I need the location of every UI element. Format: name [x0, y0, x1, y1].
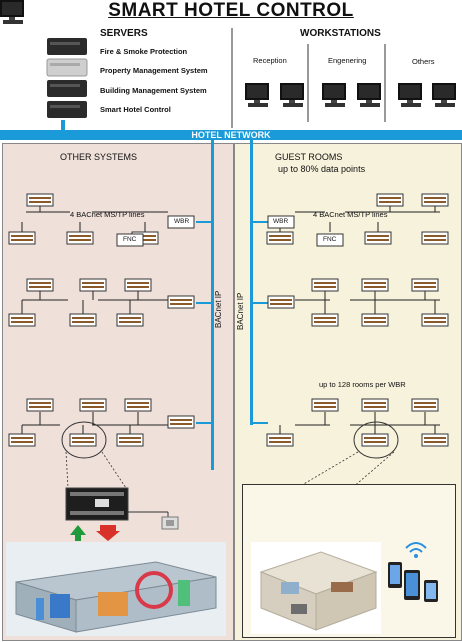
- workstation-group-label: Engenering: [328, 56, 367, 65]
- workstation-group-label: Others: [412, 57, 435, 66]
- workstation-group-label: Reception: [253, 56, 287, 65]
- guest-rooms-title: GUEST ROOMS: [275, 152, 343, 162]
- other-systems-title: OTHER SYSTEMS: [60, 152, 138, 162]
- workstations-heading: WORKSTATIONS: [300, 28, 381, 39]
- hotel-network-bar: HOTEL NETWORK: [0, 130, 462, 140]
- server-rack-icon: [44, 36, 90, 124]
- server-item: Property Management System: [100, 66, 208, 75]
- rooms-per-wbr-note: up to 128 rooms per WBR: [319, 380, 406, 389]
- bacnet-ip-line-guest: [250, 140, 253, 425]
- guest-mstp-lines-label: 4 BACnet MS/TP lines: [313, 210, 388, 219]
- server-item: Smart Hotel Control: [100, 105, 171, 114]
- bacnet-ip-line-other: [211, 140, 214, 470]
- ventilation-unit-image: [6, 542, 226, 636]
- servers-heading: SERVERS: [100, 28, 148, 39]
- server-item: Fire & Smoke Protection: [100, 47, 188, 56]
- server-link: [61, 120, 65, 130]
- workstation-separators: [231, 28, 386, 128]
- other-fnc-label: FNC: [123, 236, 137, 243]
- guest-room-image: [251, 542, 381, 634]
- computer-icons: [0, 0, 456, 107]
- guest-fnc-label: FNC: [323, 236, 337, 243]
- guest-wbr-label: WBR: [273, 218, 289, 225]
- other-wbr-label: WBR: [174, 218, 190, 225]
- page-title: SMART HOTEL CONTROL: [108, 0, 354, 21]
- server-item: Building Management System: [100, 86, 207, 95]
- mobile-devices-icon: [382, 540, 442, 604]
- other-mstp-lines-label: 4 BACnet MS/TP lines: [70, 210, 145, 219]
- guest-rooms-subtitle: up to 80% data points: [278, 164, 366, 174]
